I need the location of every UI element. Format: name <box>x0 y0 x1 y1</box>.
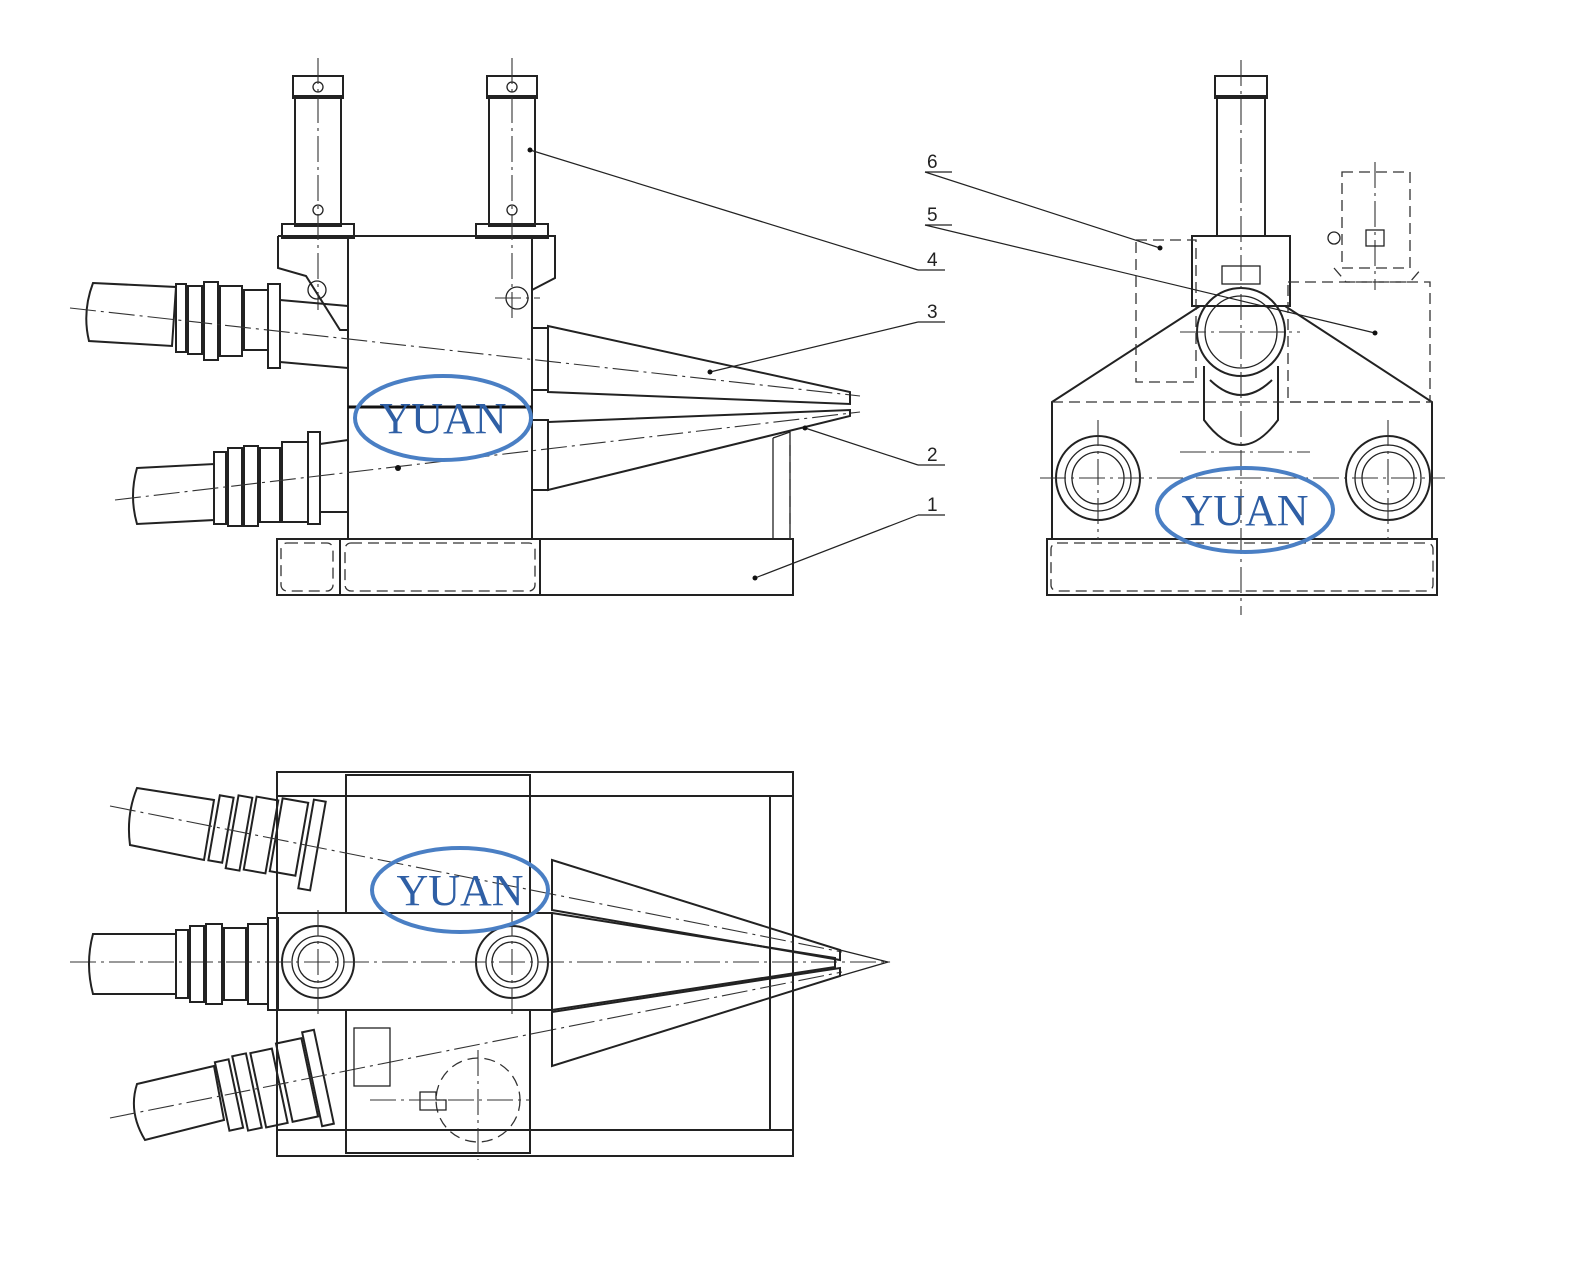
callout-5: 5 <box>927 205 938 226</box>
callout-leaders <box>527 147 1378 581</box>
watermark-front: YUAN <box>353 374 533 462</box>
top-motor-middle <box>88 917 279 1011</box>
base-frame <box>276 538 794 596</box>
watermark-text: YUAN <box>1181 486 1308 535</box>
callout-1: 1 <box>927 495 938 516</box>
watermark-text: YUAN <box>379 394 506 443</box>
top-motor-lower <box>109 971 843 1142</box>
top-motor-upper <box>109 786 843 953</box>
front-view: 1 2 3 4 5 6 YUAN <box>69 58 1378 596</box>
callout-2: 2 <box>927 445 938 466</box>
cones <box>531 324 851 539</box>
upper-motor <box>69 281 861 397</box>
side-view: YUAN <box>1040 60 1445 615</box>
hydraulic-cylinders <box>281 58 549 318</box>
lower-motor <box>114 411 861 527</box>
top-view: YUAN <box>70 771 891 1160</box>
watermark-side: YUAN <box>1155 466 1335 554</box>
callout-3: 3 <box>927 302 938 323</box>
watermark-text: YUAN <box>396 866 523 915</box>
callout-4: 4 <box>927 250 938 271</box>
callout-6: 6 <box>927 152 938 173</box>
watermark-top: YUAN <box>370 846 550 934</box>
